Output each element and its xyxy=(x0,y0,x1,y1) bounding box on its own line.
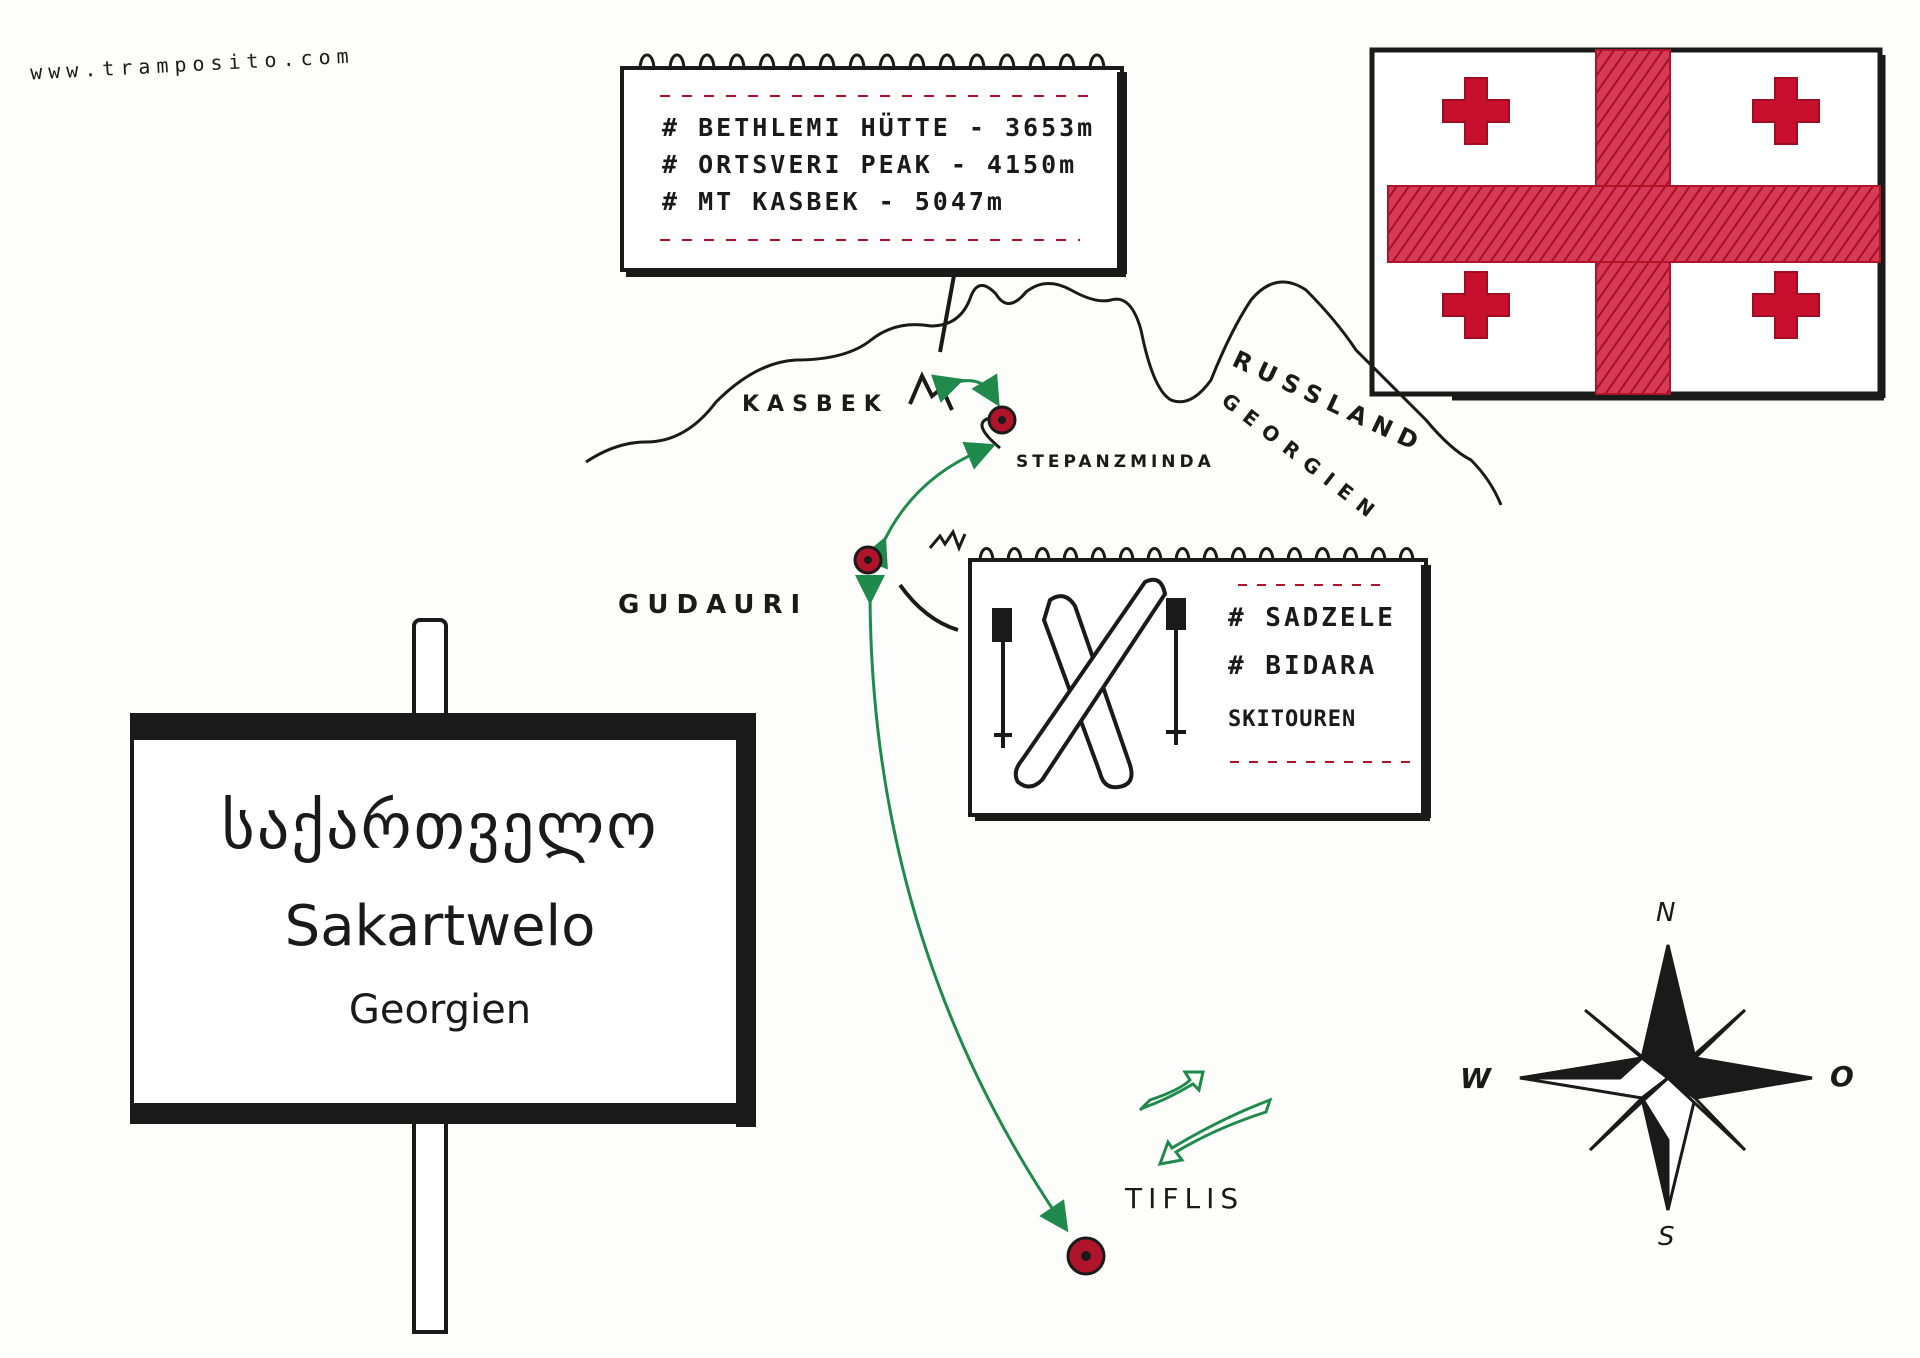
ski-note-text: # SADZELE # BIDARA SKITOUREN xyxy=(1228,603,1418,732)
compass-west-label: W xyxy=(1460,1062,1491,1095)
compass-north-label: N xyxy=(1656,898,1676,928)
route-lines xyxy=(854,373,1069,1233)
sign-german-name: Georgien xyxy=(348,987,532,1033)
note-line-bidara: # BIDARA xyxy=(1228,651,1378,681)
place-label-kasbek: KASBEK xyxy=(742,392,889,417)
note-line-skitouren: SKITOUREN xyxy=(1228,707,1357,732)
kasbek-note-card xyxy=(620,53,1127,353)
note-line-bethlemi: # BETHLEMI HÜTTE - 3653m xyxy=(662,113,1096,142)
sign-text: საქართველო Sakartwelo Georgien xyxy=(140,790,740,1033)
compass-south-label: S xyxy=(1658,1222,1675,1252)
signpost xyxy=(130,618,756,1334)
sign-georgian-name: საქართველო xyxy=(221,790,659,864)
note-line-sadzele: # SADZELE xyxy=(1228,603,1396,633)
kasbek-peak-icon xyxy=(908,371,954,411)
note-line-ortsveri: # ORTSVERI PEAK - 4150m xyxy=(662,150,1078,179)
spiral-binding xyxy=(638,53,1106,71)
georgia-flag xyxy=(1369,47,1886,401)
note-line-kasbek: # MT KASBEK - 5047m xyxy=(662,187,1005,216)
sign-latin-name: Sakartwelo xyxy=(284,894,596,959)
compass-rose-icon xyxy=(1519,944,1813,1211)
compass-east-label: O xyxy=(1830,1060,1854,1093)
kasbek-note-text: # BETHLEMI HÜTTE - 3653m # ORTSVERI PEAK… xyxy=(662,113,1112,216)
place-label-stepanzminda: STEPANZMINDA xyxy=(1016,452,1215,472)
place-markers xyxy=(853,405,1106,1276)
gudauri-peak-icon xyxy=(928,528,967,553)
place-label-tiflis: TIFLIS xyxy=(1125,1182,1245,1215)
wind-arrows xyxy=(1138,1070,1273,1166)
place-label-gudauri: GUDAURI xyxy=(618,590,809,620)
